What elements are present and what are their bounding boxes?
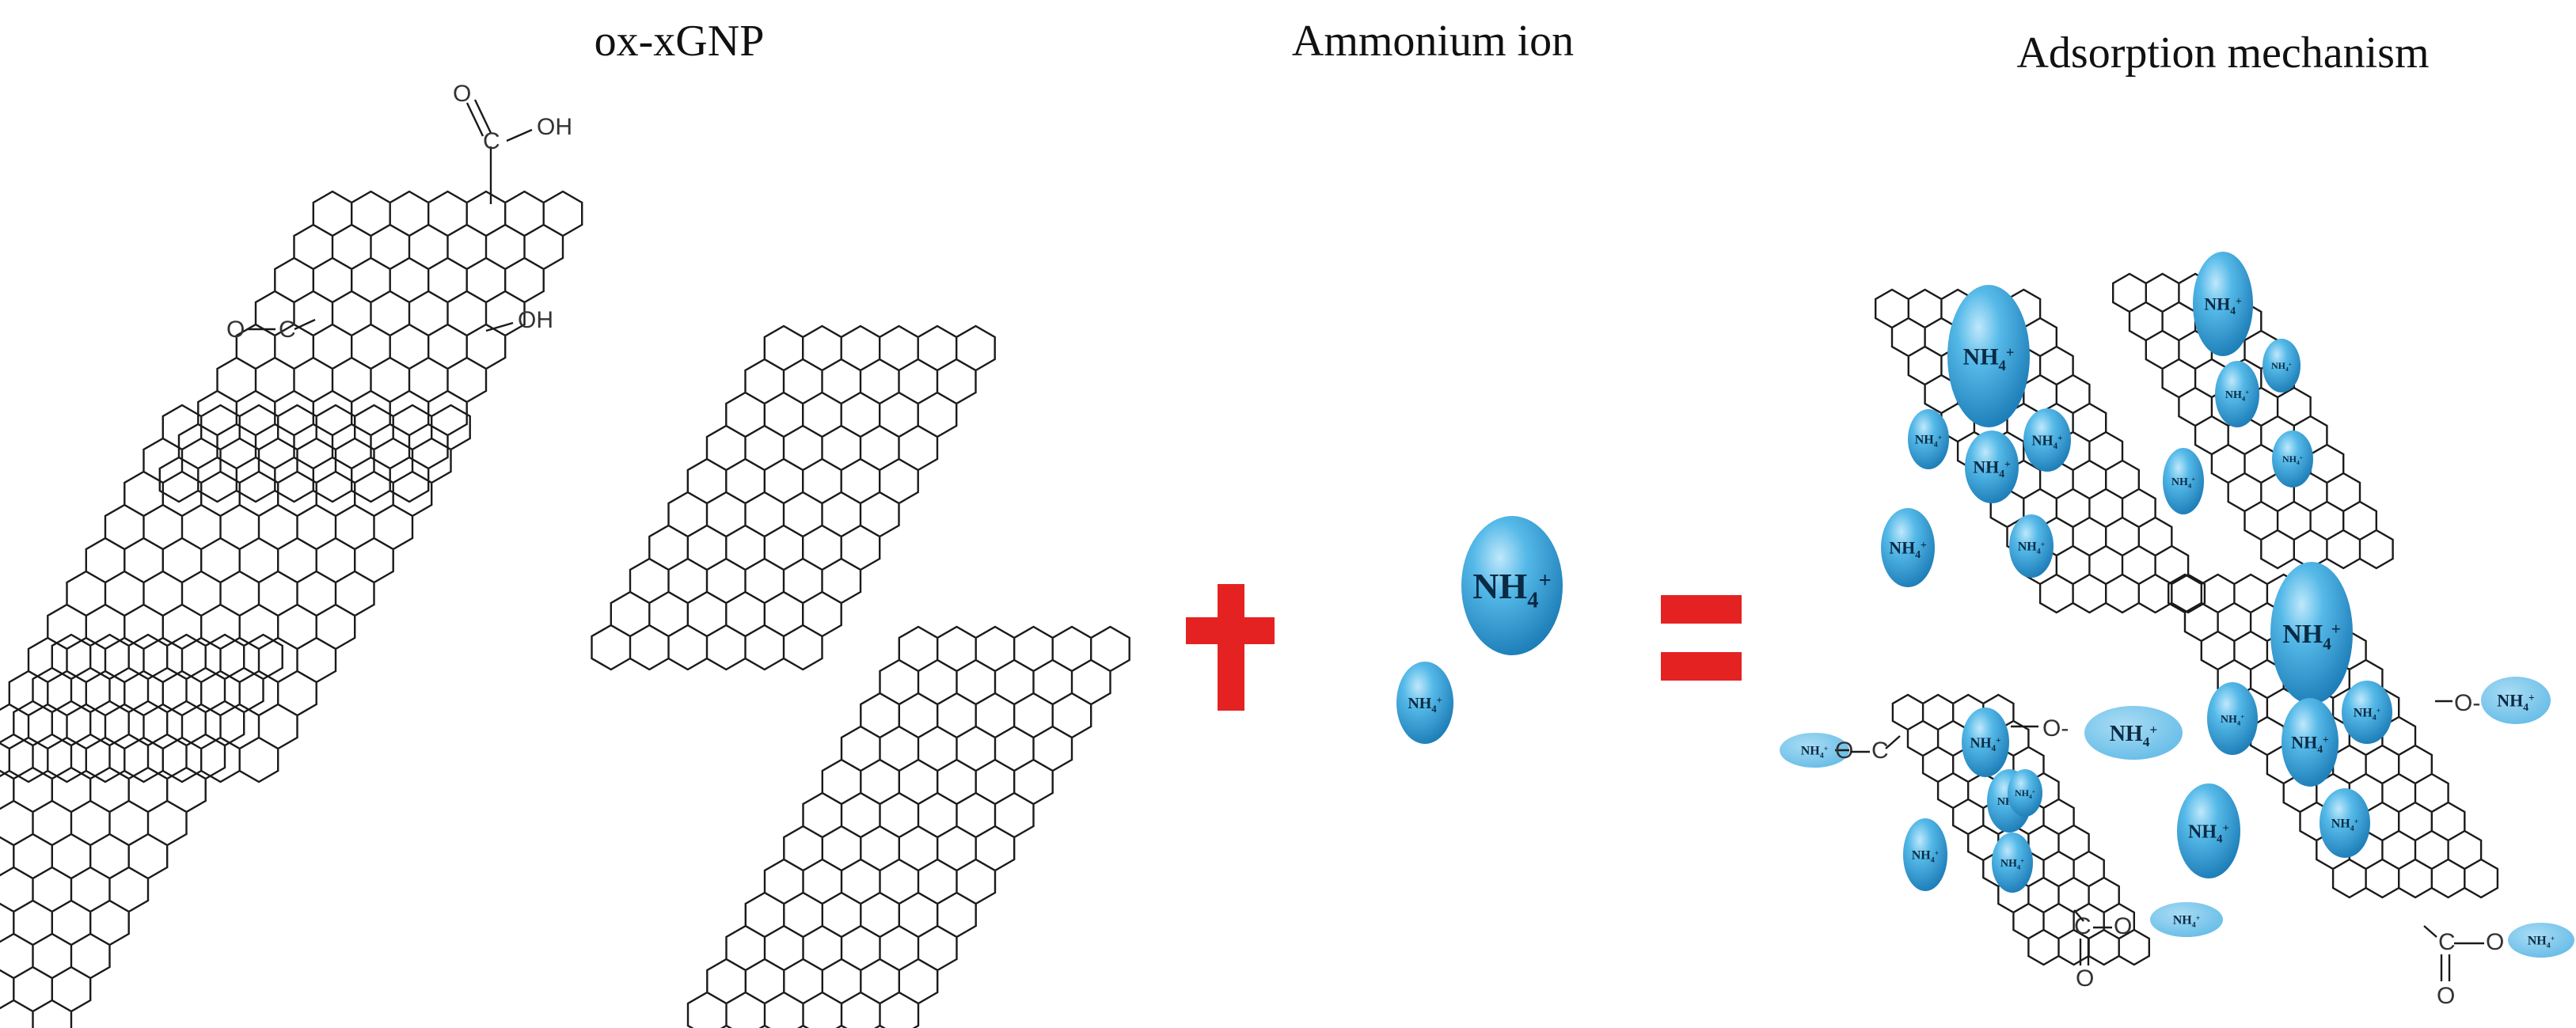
oxgnp-sheet-bottom [0,633,283,1028]
title-ox-xgnp: ox-xGNP [595,17,765,66]
adsorbed-ion-2: NH4+ [1908,409,1949,469]
title-adsorption-mechanism: Adsorption mechanism [2016,28,2429,78]
carboxyl-group: O C OH [453,81,572,204]
title-ammonium-ion: Ammonium ion [1292,17,1574,66]
carboxyl-oh-label: OH [537,114,572,140]
xgnp-sheet-upper [591,324,996,671]
ion-label: NH4+ [2000,857,2024,871]
adsorbed-ion-4: NH4+ [2023,408,2071,472]
ion-label: NH4+ [2271,360,2292,373]
ion-label: NH4+ [2204,294,2242,317]
plus-sign [1186,584,1275,711]
ammonium-ion-large: NH4+ [1461,516,1563,655]
ion-label: NH4+ [2331,817,2359,833]
ion-label: NH4+ [2188,821,2229,845]
free-ion-3: NH4+ [1780,733,1849,768]
c-link-5: C [2438,929,2456,955]
o-link-5b: O [2437,983,2455,1009]
adsorbed-ion-12: NH4+ [2270,562,2353,704]
adsorbed-ion-22: NH4+ [1992,833,2033,893]
ion-label: NH4+ [2018,541,2046,556]
mech-sheet-top-right [2112,272,2394,570]
carboxyl-o-label: O [453,81,471,107]
ion-label: NH4+ [1963,344,2015,375]
oxgnp-sheet-middle [0,404,471,783]
free-ion-4: NH4+ [2150,902,2223,937]
ion-label: NH4+ [2291,733,2329,756]
adsorbed-ion-8: NH4+ [2215,361,2259,427]
adsorbed-ion-13: NH4+ [2207,682,2258,755]
mech-sheet-bottom-left [1891,693,2150,966]
adsorbed-ion-9: NH4+ [2263,339,2301,393]
ion-label: NH4+ [2173,914,2201,930]
adsorbed-ion-6: NH4+ [2009,514,2054,578]
adsorbed-ion-5: NH4+ [1881,508,1935,587]
free-ion-2: NH4+ [2481,677,2551,724]
free-ion-1: NH4+ [2084,706,2183,760]
hydroxyl-oh-label: OH [518,307,553,333]
adsorbed-ion-11: NH4+ [2163,448,2204,514]
adsorbed-ion-3: NH4+ [1965,431,2019,503]
hydroxyl-group: OH [485,307,553,333]
xgnp-sheet-lower [686,625,1130,1028]
ion-label: NH4+ [2354,707,2381,723]
adsorbed-ion-1: NH4+ [1947,285,2030,427]
ion-label: NH4+ [2032,432,2063,451]
c-link-3: C [1871,738,1889,764]
adsorbed-ion-18: NH4+ [1962,707,2009,777]
adsorbed-ion-10: NH4+ [2272,431,2313,487]
o-minus-link-1: O- [2042,715,2069,742]
ion-label: NH4+ [1970,734,2001,753]
ion-label: NH4+ [1889,538,1927,561]
equals-sign [1661,595,1742,681]
o-link-3: O [1835,738,1853,764]
ion-label: NH4+ [1912,849,1940,865]
ion-label: NH4+ [1408,695,1442,715]
ester-o-label: O [226,317,245,343]
adsorbed-ion-16: NH4+ [2177,783,2240,878]
ion-label: NH4+ [1915,434,1943,450]
ion-label: NH4+ [2282,620,2341,654]
ion-label: NH4+ [1801,745,1829,761]
ion-label: NH4+ [1973,457,2011,480]
oxgnp-sheet-top [158,190,583,503]
ion-label: NH4+ [2110,722,2158,749]
adsorbed-ion-7: NH4+ [2193,252,2253,356]
o-link-5: O [2486,929,2504,955]
adsorbed-ion-21: NH4+ [1903,818,1947,891]
o-link-4: O [2114,913,2132,939]
ion-label: NH4+ [1472,566,1552,613]
adsorbed-ion-20: NH4+ [2008,769,2042,817]
o-minus-link-2: O- [2454,690,2480,716]
ammonium-ions: NH4+ NH4+ NH4+ NH4+ NH4+ NH4+ NH4+ NH4+ NH4+ NH4+… [1396,252,2574,958]
ion-label: NH4+ [2282,453,2303,466]
ester-group: O C [226,317,316,343]
ammonium-ion-small: NH4+ [1396,662,1453,744]
ion-label: NH4+ [2225,389,2249,403]
adsorbed-ion-15: NH4+ [2342,681,2392,744]
ester-c-label: C [279,317,296,343]
carboxyl-c-label: C [483,128,500,154]
graphene-sheets [0,190,2499,1028]
ion-label: NH4+ [2171,476,2195,490]
free-ion-5: NH4+ [2508,923,2574,958]
ion-label: NH4+ [2015,787,2035,800]
adsorbed-ion-14: NH4+ [2282,698,2339,787]
c-link-4: C [2074,913,2092,939]
ion-label: NH4+ [2221,713,2244,727]
ion-label: NH4+ [2497,691,2535,714]
o-link-4b: O [2076,965,2094,992]
adsorbed-ion-17: NH4+ [2320,788,2370,858]
ion-label: NH4+ [2528,935,2555,950]
